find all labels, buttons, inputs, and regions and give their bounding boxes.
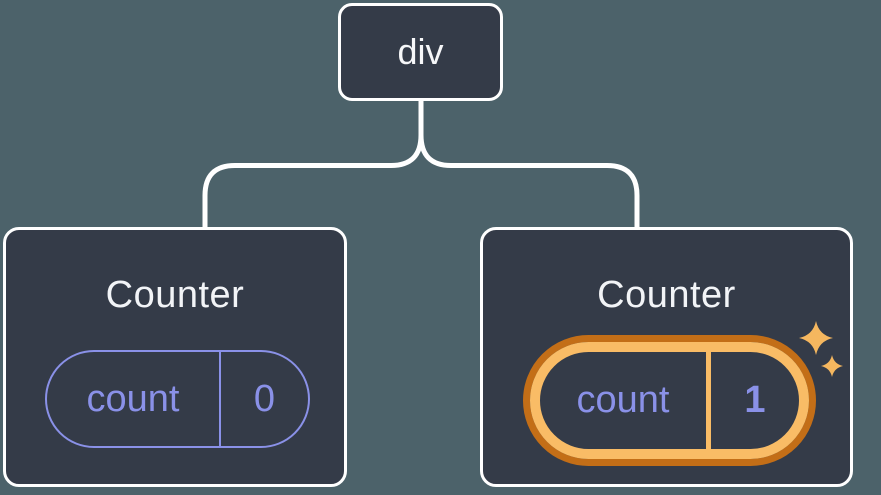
state-key-segment: count [540,352,711,449]
node-title: Counter [597,274,736,316]
state-value-label: 1 [744,379,766,421]
counter-node-left: Counter count 0 [3,227,347,487]
state-key-segment: count [47,352,221,446]
root-node: div [338,3,503,101]
state-pill-highlighted: count 1 [523,335,816,466]
state-pill-inner-ring: count 1 [530,342,809,459]
root-node-label: div [397,31,444,72]
state-key-label: count [86,377,180,420]
sparkles-icon [799,321,843,377]
state-value-segment: 1 [711,352,799,449]
sparkle-small-icon [821,355,843,377]
node-title: Counter [105,274,245,316]
state-value-label: 0 [253,377,276,420]
counter-node-right: Counter count 1 [480,227,853,487]
state-pill: count 0 [45,350,310,448]
state-key-label: count [576,379,670,421]
sparkle-large-icon [799,321,833,355]
state-value-segment: 0 [221,352,308,446]
